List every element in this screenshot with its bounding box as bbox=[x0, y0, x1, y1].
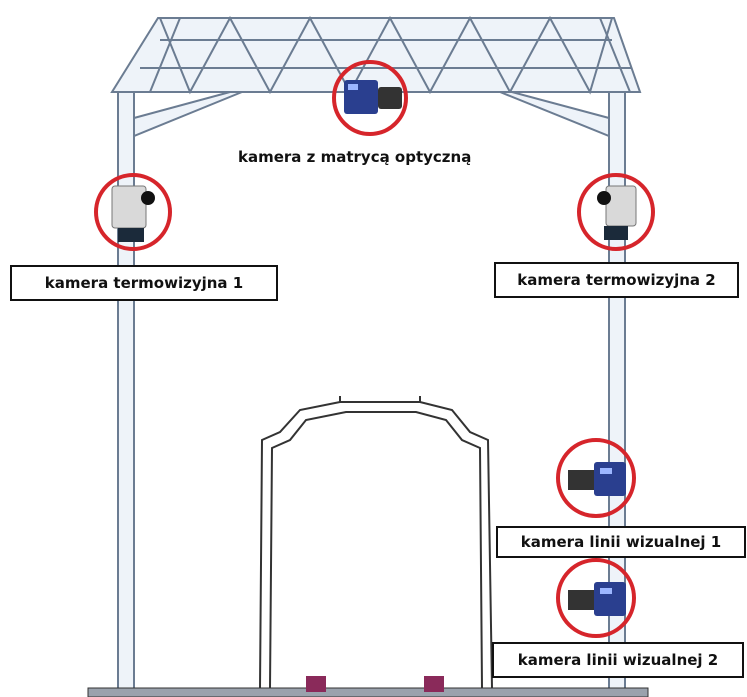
left-pillar bbox=[118, 92, 242, 692]
thermal-camera-2-icon bbox=[597, 186, 636, 240]
line-camera-1-label: kamera linii wizualnej 1 bbox=[496, 526, 746, 558]
line-camera-2-icon bbox=[568, 582, 626, 616]
thermal-camera-2-label: kamera termowizyjna 2 bbox=[494, 262, 739, 298]
ground-rail bbox=[88, 688, 648, 697]
wheel-block-right bbox=[424, 676, 444, 692]
wheel-block-left bbox=[306, 676, 326, 692]
line-camera-1-icon bbox=[568, 462, 626, 496]
optical-camera-label: kamera z matrycą optyczną bbox=[238, 148, 471, 166]
thermal-camera-1-label: kamera termowizyjna 1 bbox=[10, 265, 278, 301]
train-profile bbox=[260, 396, 492, 688]
thermal-camera-1-icon bbox=[112, 186, 155, 242]
line-camera-2-label: kamera linii wizualnej 2 bbox=[492, 642, 744, 678]
